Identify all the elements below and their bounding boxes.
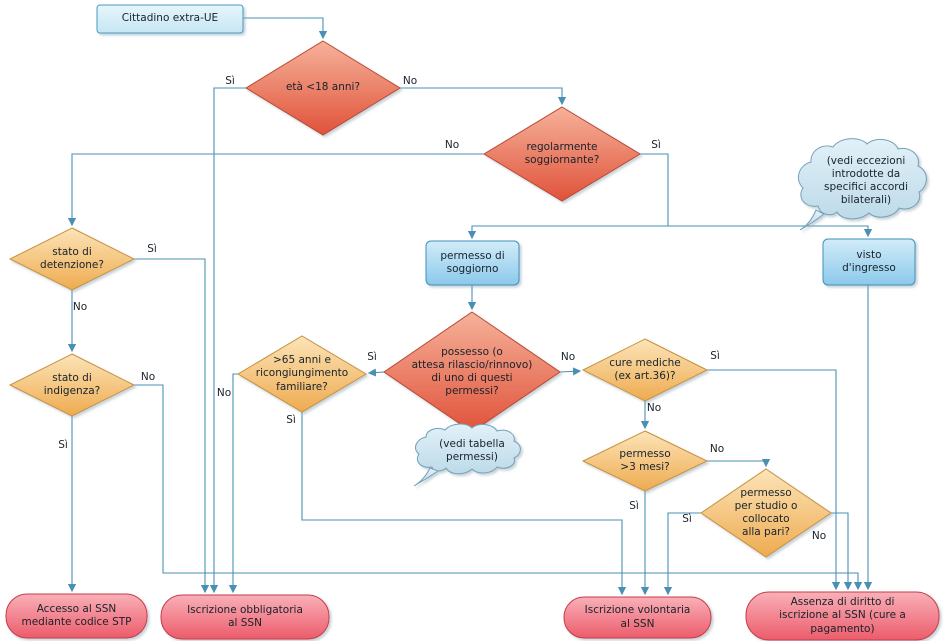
indigenza-diamond-shape (8, 353, 136, 417)
tabella-cloud-shape (415, 423, 521, 475)
edge-over65-volontaria (301, 412, 627, 596)
stp-terminal-shape (5, 593, 148, 639)
edge-detenzione-obbligatoria (134, 258, 210, 594)
eccezioni-cloud-shape (797, 138, 927, 220)
volontaria-terminal-shape (563, 596, 712, 639)
eta-diamond-shape (245, 40, 401, 136)
tabella-cloud-tail (413, 467, 440, 487)
visto-box-shape (822, 238, 916, 286)
cittadino-box-shape (96, 4, 244, 34)
edge-eta-regolarmente (400, 87, 567, 106)
studio-diamond-shape (700, 468, 832, 558)
regolarmente-diamond-shape (483, 106, 641, 202)
edge-studio-volontaria (663, 512, 701, 596)
edge-cure-assenza (707, 369, 841, 591)
permesso-box-shape (425, 240, 520, 286)
tremesi-diamond-shape (581, 430, 709, 492)
obbligatoria-terminal-shape (160, 594, 330, 640)
cure-diamond-shape (581, 338, 709, 402)
assenza-terminal-shape (745, 591, 940, 641)
detenzione-diamond-shape (8, 227, 136, 291)
possesso-diamond-shape (383, 311, 561, 433)
edge-possesso-over65 (367, 368, 385, 377)
edge-studio-assenza (831, 512, 853, 591)
edge-possesso-cure (559, 367, 582, 376)
edge-regolarmente-detenzione (67, 153, 484, 227)
shapes-layer (5, 4, 940, 641)
edge-regolarmente-visto (668, 225, 873, 238)
eccezioni-cloud-tail (799, 209, 825, 231)
edge-over65-obbligatoria (228, 373, 238, 594)
edge-indigenza-assenza (134, 384, 863, 591)
edge-eta-obbligatoria (209, 87, 246, 594)
edges-layer (67, 17, 873, 596)
edge-start-eta (243, 17, 328, 40)
edge-3mesi-studio (707, 458, 771, 468)
over65-diamond-shape (237, 335, 367, 413)
